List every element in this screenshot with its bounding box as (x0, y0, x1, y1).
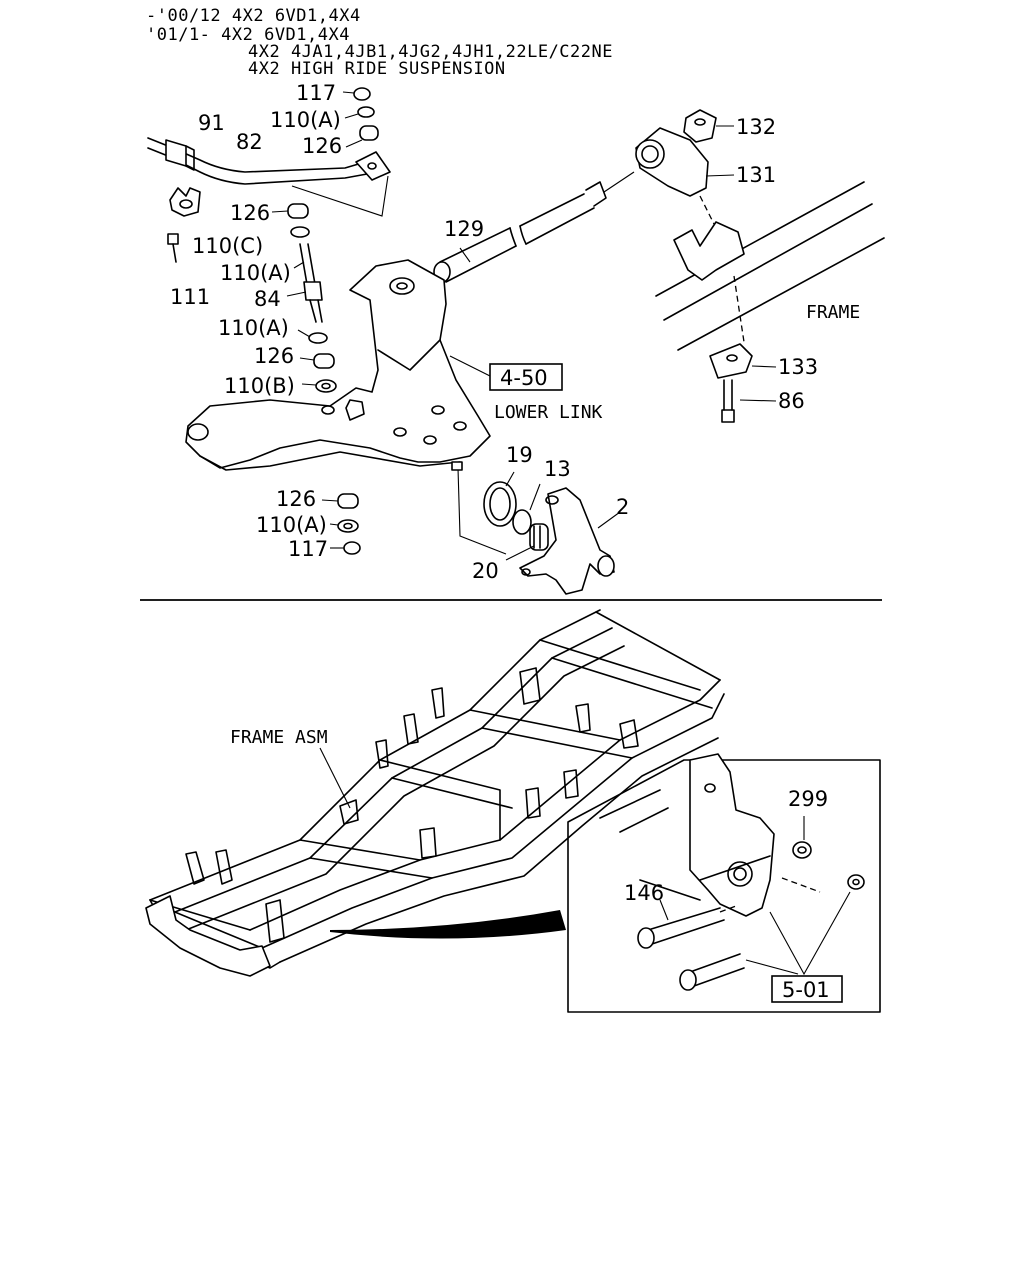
callout-132: 132 (736, 115, 776, 139)
callout-111: 111 (170, 285, 210, 309)
callout-2: 2 (616, 495, 629, 519)
frame-rail (655, 181, 885, 423)
inset-detail (567, 753, 881, 1013)
ref-5-01-label: 5-01 (782, 978, 830, 1002)
callout-110a-1: 110(A) (270, 108, 341, 132)
callout-19: 19 (506, 443, 533, 467)
callout-82: 82 (236, 130, 263, 154)
callout-110b: 110(B) (224, 374, 295, 398)
callout-299: 299 (788, 787, 828, 811)
callout-129: 129 (444, 217, 484, 241)
callout-84: 84 (254, 287, 281, 311)
bushing-stack-left (271, 87, 379, 393)
callout-126-4: 126 (276, 487, 316, 511)
ref-4-50-label: 4-50 (500, 366, 548, 390)
callout-91: 91 (198, 111, 225, 135)
callout-110a-2: 110(A) (220, 261, 291, 285)
callout-126-3: 126 (254, 344, 294, 368)
label-lower-link: LOWER LINK (494, 402, 603, 423)
callout-13: 13 (544, 457, 571, 481)
header-line-2: '01/1- 4X2 6VD1,4X4 (146, 25, 350, 45)
callout-117-bottom: 117 (288, 537, 328, 561)
callout-133: 133 (778, 355, 818, 379)
callout-117-top: 117 (296, 81, 336, 105)
header-line-1: -'00/12 4X2 6VD1,4X4 (146, 6, 361, 26)
ref-box-5-01[interactable]: 5-01 (771, 975, 843, 1003)
callout-20: 20 (472, 559, 499, 583)
bushing-stack-bottom (321, 493, 361, 555)
applicability-header: -'00/12 4X2 6VD1,4X4 '01/1- 4X2 6VD1,4X4… (146, 6, 613, 79)
knuckle-assembly (451, 461, 621, 595)
callout-110c: 110(C) (192, 234, 263, 258)
bolt-111 (167, 233, 179, 263)
callout-126-2: 126 (230, 201, 270, 225)
callout-110a-3: 110(A) (218, 316, 289, 340)
label-frame-asm: FRAME ASM (230, 727, 328, 748)
callout-146: 146 (624, 881, 664, 905)
header-line-3: 4X2 4JA1,4JB1,4JG2,4JH1,22LE/C22NE (248, 42, 613, 62)
label-frame: FRAME (806, 302, 860, 323)
frame-assembly-drawing (145, 609, 725, 977)
stabilizer-bar-drawing (147, 137, 391, 217)
callout-86: 86 (778, 389, 805, 413)
callout-126-1: 126 (302, 134, 342, 158)
callout-131: 131 (736, 163, 776, 187)
header-line-4: 4X2 HIGH RIDE SUSPENSION (248, 59, 506, 79)
callouts-top: 117 110(A) 91 82 126 126 110(C) 110(A) 1… (170, 81, 860, 583)
ref-box-4-50[interactable]: 4-50 (489, 363, 563, 391)
lower-link (185, 259, 491, 471)
callout-110a-4: 110(A) (256, 513, 327, 537)
height-control-arm (635, 109, 735, 225)
